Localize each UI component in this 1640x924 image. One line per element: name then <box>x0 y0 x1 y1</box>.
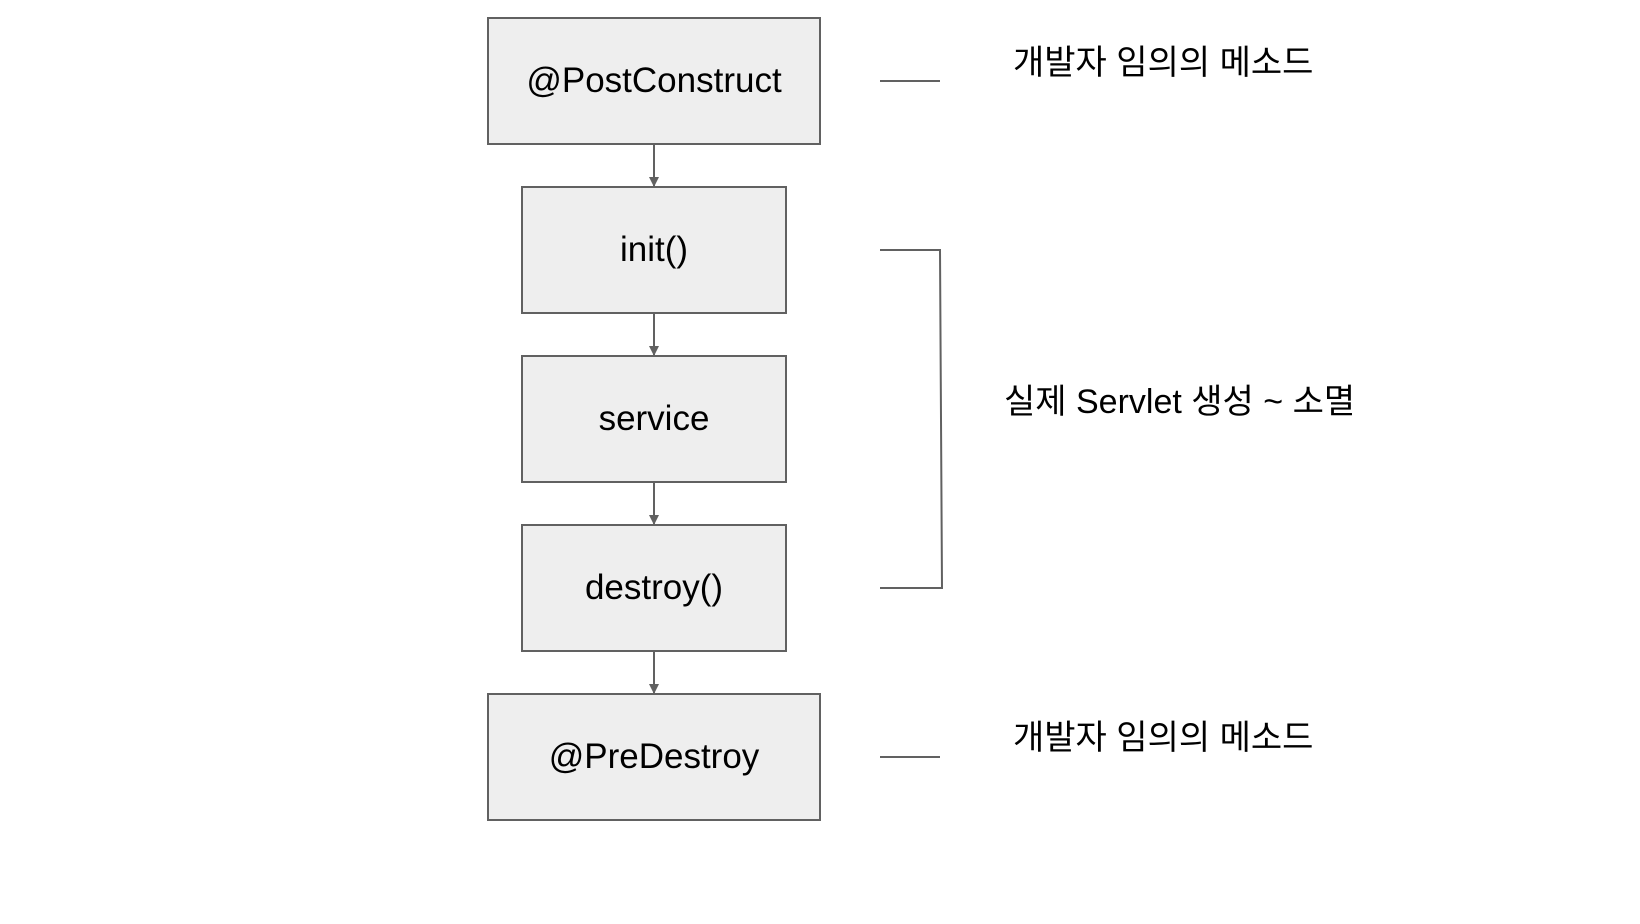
postconstruct-label: @PostConstruct <box>526 61 782 100</box>
postconstruct-note: 개발자 임의의 메소드 <box>1013 44 1314 82</box>
servlet-lifecycle-bracket <box>880 249 944 589</box>
init-label: init() <box>619 230 689 269</box>
predestroy-label: @PreDestroy <box>548 737 760 776</box>
predestroy-node: @PreDestroy <box>487 693 821 821</box>
servlet-lifecycle-note: 실제 Servlet 생성 ~ 소멸 <box>1004 383 1356 421</box>
init-node: init() <box>521 186 787 314</box>
service-node: service <box>521 355 787 483</box>
service-label: service <box>598 399 710 438</box>
destroy-label: destroy() <box>584 568 724 607</box>
destroy-node: destroy() <box>521 524 787 652</box>
postconstruct-node: @PostConstruct <box>487 17 821 145</box>
predestroy-note: 개발자 임의의 메소드 <box>1013 719 1314 757</box>
